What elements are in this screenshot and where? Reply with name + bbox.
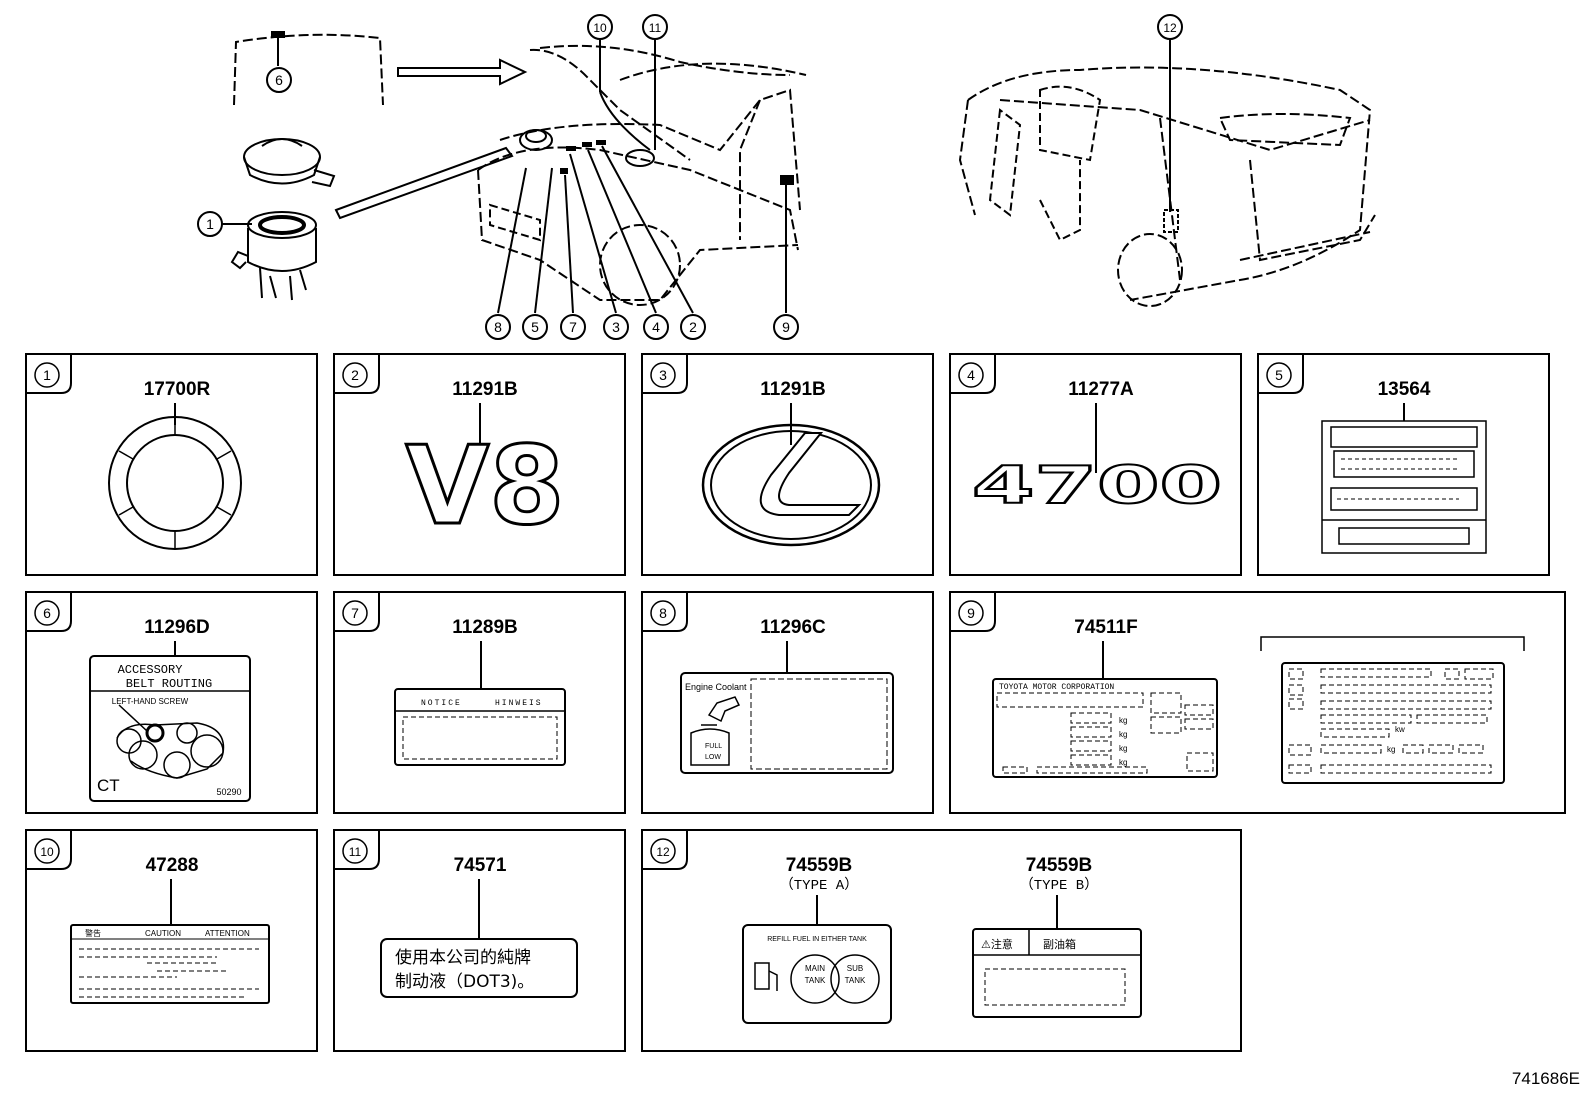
svg-text:10: 10 <box>40 845 54 859</box>
part-number-type-a: 74559B <box>786 855 853 876</box>
part-number: 47288 <box>146 855 199 876</box>
callout-8: 8 <box>494 319 502 335</box>
figure-code: 741686E <box>1511 1069 1580 1088</box>
part-number: 11291B <box>452 379 518 400</box>
callout-9: 9 <box>782 319 790 335</box>
svg-text:7: 7 <box>351 605 359 621</box>
svg-text:MAIN: MAIN <box>805 964 825 973</box>
svg-text:使用本公司的純牌: 使用本公司的純牌 <box>395 947 531 968</box>
panel-7-notice: 7 11289B NOTICE HINWEIS <box>333 591 626 814</box>
svg-text:NOTICE: NOTICE <box>421 699 462 708</box>
svg-text:Engine Coolant: Engine Coolant <box>685 682 747 692</box>
callout-5: 5 <box>531 319 539 335</box>
callout-7: 7 <box>569 319 577 335</box>
svg-text:12: 12 <box>656 845 670 859</box>
svg-text:kw: kw <box>1395 725 1405 734</box>
part-number: 74571 <box>454 855 507 876</box>
callout-10: 10 <box>593 21 607 35</box>
svg-text:TANK: TANK <box>845 976 866 985</box>
label-code: 50290 <box>216 787 241 797</box>
svg-text:11: 11 <box>349 845 362 859</box>
svg-text:kg: kg <box>1119 744 1127 753</box>
svg-text:1: 1 <box>43 367 51 383</box>
svg-text:TANK: TANK <box>805 976 826 985</box>
panel-10-caution: 10 47288 警告 CAUTION ATTENTION <box>25 829 318 1052</box>
panel-5-label: 5 13564 <box>1257 353 1550 576</box>
panel-6-belt-routing: 6 11296D ACCESSORY BELT ROUTING LEFT-HAN… <box>25 591 318 814</box>
ring-gasket-drawing: 1 17700R <box>27 355 242 550</box>
svg-text:SUB: SUB <box>847 964 863 973</box>
svg-text:kg: kg <box>1119 716 1127 725</box>
svg-text:⚠注意: ⚠注意 <box>981 937 1013 951</box>
panel-9-vehicle-id-label: 9 74511F TOYOTA MOTOR CORPORATION kg kg … <box>949 591 1566 814</box>
callout-2: 2 <box>689 319 697 335</box>
svg-text:kg: kg <box>1119 758 1127 767</box>
callout-1: 1 <box>206 216 214 232</box>
part-number: 13564 <box>1378 379 1431 400</box>
svg-text:LEFT-HAND SCREW: LEFT-HAND SCREW <box>112 697 189 706</box>
panel-12-fuel-tank: 12 74559B （TYPE A） REFILL FUEL IN EITHER… <box>641 829 1242 1052</box>
panel-8-engine-coolant: 8 11296C Engine Coolant FULL LOW <box>641 591 934 814</box>
svg-text:kg: kg <box>1119 730 1127 739</box>
caution-label: 10 47288 警告 CAUTION ATTENTION <box>27 831 270 1004</box>
type-b-label: （TYPE B） <box>1020 877 1098 894</box>
part-number: 11277A <box>1068 379 1134 400</box>
svg-text:6: 6 <box>43 605 51 621</box>
information-label-drawing: 5 13564 <box>1259 355 1487 554</box>
svg-text:8: 8 <box>659 605 667 621</box>
svg-text:LOW: LOW <box>705 754 721 761</box>
panel-3-lexus-emblem: 3 11291B <box>641 353 934 576</box>
coolant-label: 8 11296C Engine Coolant FULL LOW <box>643 593 894 774</box>
callout-3: 3 <box>612 319 620 335</box>
callout-4: 4 <box>652 319 660 335</box>
svg-text:2: 2 <box>351 367 359 383</box>
svg-text:4: 4 <box>967 367 975 383</box>
part-number: 17700R <box>144 379 211 400</box>
svg-text:警告: 警告 <box>85 928 101 938</box>
part-number: 11296D <box>144 617 210 638</box>
panel-4-4700-emblem: 4 11277A 4700 <box>949 353 1242 576</box>
fuel-tank-labels: 12 74559B （TYPE A） REFILL FUEL IN EITHER… <box>643 831 1142 1024</box>
callout-6: 6 <box>275 72 283 88</box>
part-number-type-b: 74559B <box>1026 855 1093 876</box>
panel-11-brake-fluid: 11 74571 使用本公司的純牌 制动液（DOT3)。 <box>333 829 626 1052</box>
svg-text:制动液（DOT3)。: 制动液（DOT3)。 <box>395 972 534 992</box>
part-number: 11289B <box>452 617 518 638</box>
svg-text:3: 3 <box>659 367 667 383</box>
panel-1-ring: 1 17700R <box>25 353 318 576</box>
vehicle-id-label: 9 74511F TOYOTA MOTOR CORPORATION kg kg … <box>951 593 1525 784</box>
svg-text:5: 5 <box>1275 367 1283 383</box>
belt-routing-label: 6 11296D ACCESSORY BELT ROUTING LEFT-HAN… <box>27 593 251 802</box>
callout-12: 12 <box>1163 21 1177 35</box>
part-number: 74511F <box>1074 617 1137 638</box>
lexus-logo: 3 11291B <box>643 355 881 547</box>
type-a-label: （TYPE A） <box>780 877 858 894</box>
svg-text:REFILL FUEL IN EITHER TANK: REFILL FUEL IN EITHER TANK <box>767 936 867 943</box>
svg-text:TOYOTA MOTOR CORPORATION: TOYOTA MOTOR CORPORATION <box>999 683 1114 692</box>
svg-text:ATTENTION: ATTENTION <box>205 929 250 938</box>
part-number: 11291B <box>760 379 826 400</box>
svg-text:副油箱: 副油箱 <box>1043 937 1076 951</box>
part-number: 11296C <box>760 617 826 638</box>
ct-mark: CT <box>97 776 120 795</box>
notice-label: 7 11289B NOTICE HINWEIS <box>335 593 566 766</box>
svg-text:CAUTION: CAUTION <box>145 929 181 938</box>
svg-text:ACCESSORY: ACCESSORY <box>118 663 183 677</box>
v8-emblem-text: V8 <box>406 424 565 549</box>
panel-2-v8-emblem: 2 11291B V8 <box>333 353 626 576</box>
4700-emblem-text: 4700 <box>972 456 1222 516</box>
svg-text:FULL: FULL <box>705 743 722 750</box>
svg-text:kg: kg <box>1387 745 1395 754</box>
svg-text:BELT ROUTING: BELT ROUTING <box>126 677 212 691</box>
svg-text:9: 9 <box>967 605 975 621</box>
brake-fluid-label: 11 74571 使用本公司的純牌 制动液（DOT3)。 <box>335 831 578 998</box>
vehicle-overview-diagram: 6 1 10 11 12 8 5 7 3 4 2 9 <box>197 14 1376 340</box>
svg-text:HINWEIS: HINWEIS <box>495 699 543 708</box>
callout-11: 11 <box>649 21 662 35</box>
